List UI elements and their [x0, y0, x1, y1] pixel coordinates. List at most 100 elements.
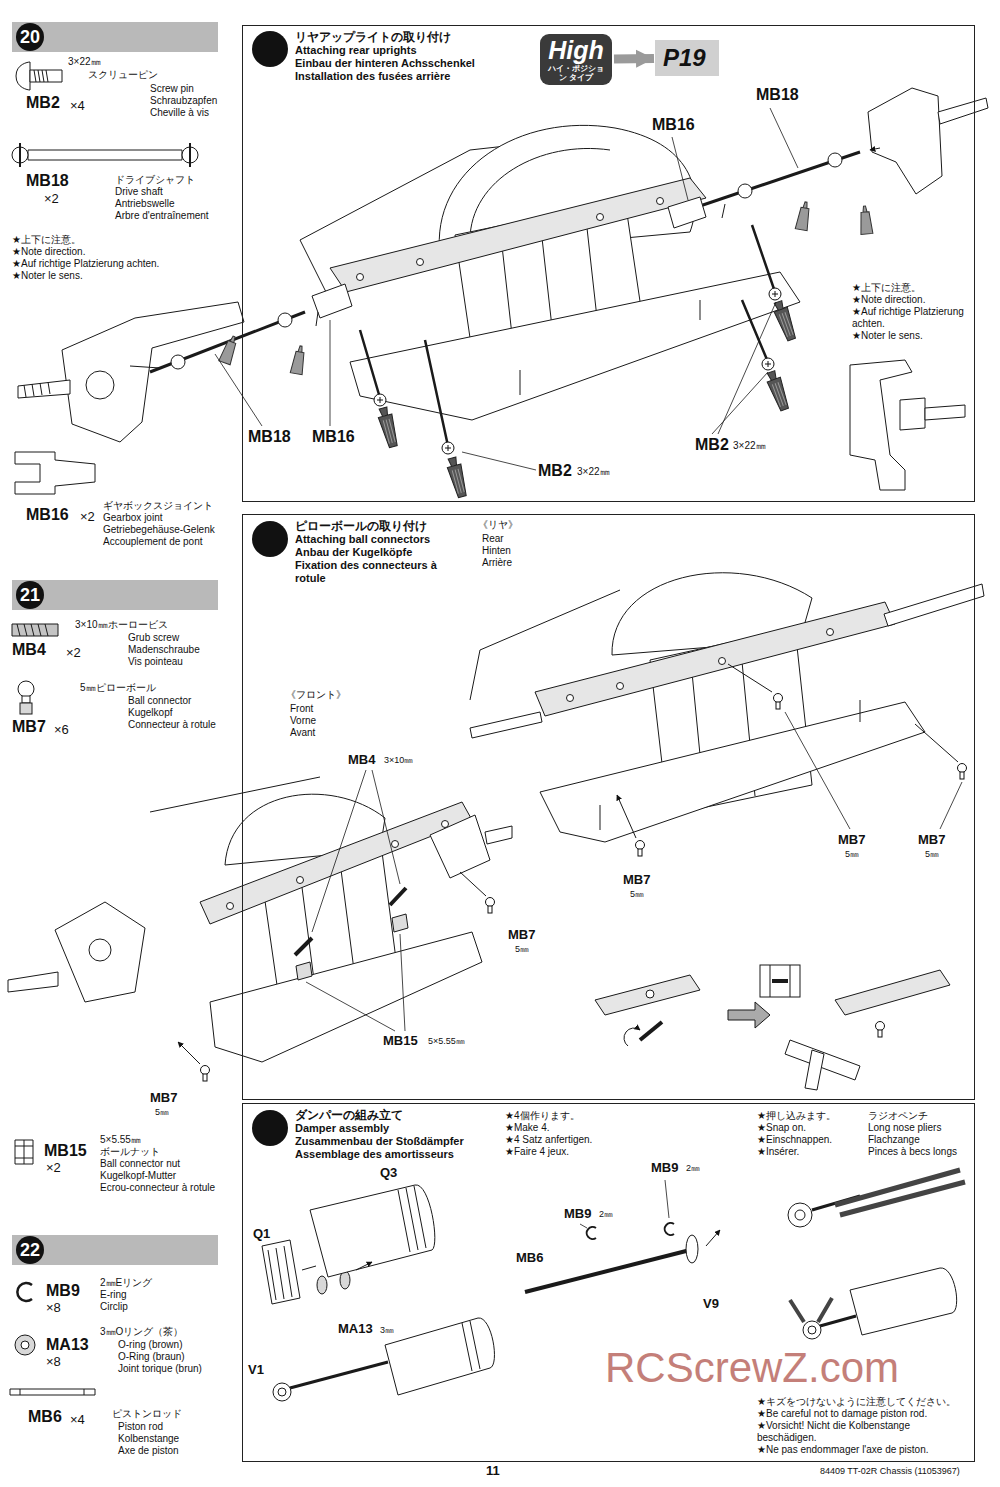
step-title: Damper assembly	[295, 1122, 490, 1135]
quantity: ×4	[70, 98, 85, 113]
line-art	[485, 826, 512, 844]
line-art	[617, 683, 624, 690]
dimension: 5㎜	[155, 1107, 169, 1118]
line-art	[417, 259, 424, 266]
note-text: Schraubzapfen	[150, 95, 217, 107]
step-number: 22	[252, 1110, 288, 1124]
line-art	[150, 312, 305, 372]
line-art	[12, 624, 58, 636]
line-art	[297, 877, 304, 884]
step-header-bar: 20	[12, 22, 218, 52]
line-art	[470, 712, 542, 738]
part-number: MB7	[12, 718, 46, 736]
line-art	[719, 658, 726, 665]
line-art	[738, 184, 752, 198]
quantity: ×2	[46, 1160, 61, 1175]
badge-text: High	[545, 37, 607, 64]
note-text: Arrière	[482, 557, 512, 569]
part-number: MB18	[26, 172, 69, 190]
line-art	[925, 405, 965, 420]
line-art	[668, 197, 706, 228]
line-art	[795, 201, 812, 231]
part-number: MB15	[44, 1142, 87, 1160]
note-text: Joint torique (brun)	[118, 1363, 202, 1375]
part-callout: MB15	[383, 1033, 418, 1048]
line-art	[398, 1186, 426, 1252]
note-text: ★Faire 4 jeux.	[505, 1146, 569, 1158]
note-text: ラジオペンチ	[868, 1110, 928, 1122]
note-text: ★Noter le sens.	[852, 330, 923, 342]
note-text: ★Note direction.	[12, 246, 85, 258]
line-art	[171, 355, 185, 369]
part-callout: MB7	[150, 1090, 177, 1105]
note-text: Madenschraube	[128, 644, 200, 656]
note-text: Connecteur à rotule	[128, 719, 216, 731]
note-text: 2㎜Eリング	[100, 1277, 152, 1289]
line-art	[772, 979, 788, 983]
part-number: MB2	[26, 94, 60, 112]
line-art	[34, 70, 48, 82]
step-number: 20	[252, 31, 288, 45]
line-art	[486, 898, 495, 914]
dimension: 5㎜	[925, 849, 939, 860]
line-art	[28, 150, 182, 160]
note-text: ボールナット	[100, 1146, 160, 1158]
part-number: MB16	[312, 428, 355, 446]
note-text: ★Noter le sens.	[12, 270, 83, 282]
note-text: Antriebswelle	[115, 198, 174, 210]
step-title: Installation des fusées arrière	[295, 70, 525, 83]
part-callout: 11	[486, 1463, 500, 1478]
dimension: 5㎜	[515, 944, 529, 955]
line-art	[580, 1180, 669, 1228]
line-art	[442, 821, 449, 828]
rear-upright-drawing	[18, 88, 988, 498]
note-text: ★Make 4.	[505, 1122, 550, 1134]
line-art	[15, 1335, 35, 1355]
note-text: 5㎜ピローボール	[80, 682, 156, 694]
note-text: ★Einschnappen.	[757, 1134, 832, 1146]
step-title: リヤアップライトの取り付け	[295, 30, 525, 44]
line-art	[201, 1066, 210, 1082]
note-text: O-ring (brown)	[118, 1339, 182, 1351]
dimension: 2㎜	[599, 1209, 613, 1220]
step-number-circle: 22	[252, 1110, 288, 1146]
note-text: ピストンロッド	[112, 1408, 182, 1420]
line-art	[958, 764, 967, 780]
note-text: Vis pointeau	[128, 656, 183, 668]
note-text: ギヤボックスジョイント	[103, 500, 213, 512]
part-number: MB16	[26, 506, 69, 524]
line-art	[310, 1185, 435, 1277]
line-art	[728, 1002, 770, 1028]
note-text: Pinces à becs longs	[868, 1146, 957, 1158]
line-art	[15, 1140, 33, 1164]
note-text: Ecrou-connecteur à rotule	[100, 1182, 215, 1194]
note-text: 3㎜Oリング（茶）	[100, 1326, 183, 1338]
part-number: MB16	[652, 116, 695, 134]
note-text: ドライブシャフト	[115, 174, 195, 186]
line-art	[808, 1326, 816, 1334]
note-text: Vorne	[290, 715, 316, 727]
dimension: 84409 TT-02R Chassis (11053967)	[820, 1466, 960, 1477]
line-art	[268, 1246, 292, 1300]
quantity: ×6	[54, 722, 69, 737]
line-art	[686, 1235, 698, 1263]
line-art	[227, 903, 234, 910]
note-text: ★Auf richtige Platzierung achten.	[852, 306, 970, 330]
note-text: ★押し込みます。	[757, 1110, 836, 1122]
line-art	[360, 225, 775, 446]
step-number: 21	[252, 521, 288, 535]
note-text: ★キズをつけないように注意してください。	[757, 1396, 956, 1408]
quantity: ×8	[46, 1354, 61, 1369]
part-callout: MB9	[564, 1206, 591, 1221]
line-art	[803, 1321, 821, 1339]
note-text: 3×10㎜ホーロービス	[75, 619, 168, 631]
note-text: 3×22㎜	[733, 440, 766, 452]
line-art	[86, 371, 114, 399]
line-art	[835, 1170, 965, 1215]
line-art	[55, 902, 145, 1002]
quantity: ×8	[46, 1300, 61, 1315]
note-text: ★Vorsicht! Nicht die Kolbenstange beschä…	[757, 1420, 972, 1444]
part-callout: MA13	[338, 1321, 373, 1336]
step-header-bar: 22	[12, 1235, 218, 1265]
line-art	[290, 345, 307, 375]
